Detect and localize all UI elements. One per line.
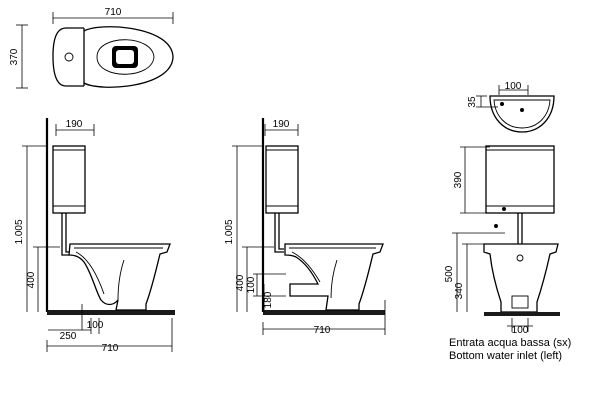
front-outlet-mark [511, 295, 529, 309]
left-outlet-size-label: 100 [87, 320, 104, 331]
basin-tap-hole [500, 102, 504, 106]
left-bowl-height-label: 400 [26, 271, 37, 288]
left-cistern-depth-label: 190 [66, 119, 83, 130]
front-total-height-label: 500 [444, 265, 455, 282]
top-seat-inner [96, 39, 155, 75]
front-inlet-point [502, 207, 506, 211]
middle-cistern-depth-label: 190 [273, 119, 290, 130]
left-total-height-label: 1.005 [14, 219, 25, 244]
front-basin-width-label: 100 [505, 81, 522, 92]
top-cistern-outline [52, 27, 84, 87]
top-seat-outline [83, 26, 174, 88]
front-view: 100 35 390 500 340 100 Entrata acqua [444, 81, 571, 362]
basin-drain [520, 108, 524, 112]
basin [489, 95, 555, 133]
side-view-middle: 190 1.005 400 100 180 710 [224, 118, 386, 336]
top-flush-button [64, 52, 74, 62]
top-width-label: 710 [105, 7, 122, 18]
front-bowl [483, 243, 559, 313]
side-view-left: 190 1.005 400 250 100 710 [14, 118, 175, 354]
middle-length-label: 710 [314, 325, 331, 336]
middle-flush-pipe [274, 213, 284, 253]
left-cistern [52, 145, 86, 214]
front-cistern [485, 145, 555, 214]
front-bowl-outlet [516, 254, 524, 262]
caption-italian: Entrata acqua bassa (sx) [449, 337, 571, 349]
front-outlet-width-label: 100 [512, 325, 529, 336]
left-trapway [75, 251, 105, 295]
middle-bowl-height-label: 400 [235, 274, 246, 291]
left-wall-outlet-label: 250 [60, 331, 77, 342]
middle-total-height-label: 1.005 [224, 219, 235, 244]
front-basin-offset-label: 35 [467, 96, 478, 108]
top-view: 710 370 [9, 7, 174, 89]
floor-right [484, 312, 560, 316]
caption-english: Bottom water inlet (left) [449, 350, 562, 362]
front-inlet-height-label: 340 [454, 282, 465, 299]
middle-trapway [291, 251, 321, 283]
front-cistern-height-label: 390 [453, 171, 464, 188]
left-length-label: 710 [102, 343, 119, 354]
left-bowl [68, 243, 171, 311]
floor-left [47, 310, 175, 315]
floor-middle [263, 310, 385, 315]
middle-outlet-width-label: 100 [246, 276, 257, 293]
middle-cistern [265, 145, 299, 214]
middle-bowl [284, 243, 384, 311]
middle-outlet-height-label: 180 [263, 291, 274, 308]
left-flush-pipe [61, 213, 69, 256]
top-depth-label: 370 [9, 48, 20, 65]
